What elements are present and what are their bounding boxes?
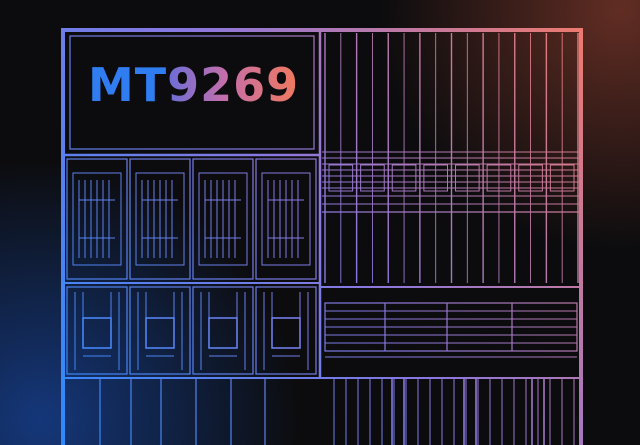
circuit-block xyxy=(261,172,311,266)
circuit-block xyxy=(198,172,248,266)
circuit-block xyxy=(69,35,315,150)
chip-label-prefix: MT xyxy=(88,58,168,112)
circuit-block xyxy=(360,164,385,192)
circuit-block xyxy=(66,286,128,375)
circuit-block xyxy=(208,317,238,349)
circuit-block xyxy=(391,164,417,192)
circuit-block xyxy=(271,317,301,349)
circuit-block xyxy=(255,286,317,375)
circuit-block xyxy=(145,317,175,349)
circuit-block xyxy=(135,172,185,266)
chip-model-label: MT9269 xyxy=(88,62,299,108)
circuit-block xyxy=(518,164,543,192)
circuit-block xyxy=(455,164,480,192)
circuit-block xyxy=(129,286,191,375)
circuit-block xyxy=(129,158,191,280)
circuit-block xyxy=(423,164,448,192)
circuit-block xyxy=(61,28,583,445)
circuit-block xyxy=(66,158,128,280)
circuit-block xyxy=(82,317,112,349)
circuit-block xyxy=(192,286,254,375)
circuit-block xyxy=(72,172,122,266)
circuit-block xyxy=(486,164,512,192)
die-circuit-lines xyxy=(61,28,583,445)
chip-label-number: 9269 xyxy=(167,58,300,112)
circuit-block xyxy=(549,164,575,192)
circuit-block xyxy=(255,158,317,280)
circuit-block xyxy=(328,164,354,192)
circuit-block xyxy=(192,158,254,280)
